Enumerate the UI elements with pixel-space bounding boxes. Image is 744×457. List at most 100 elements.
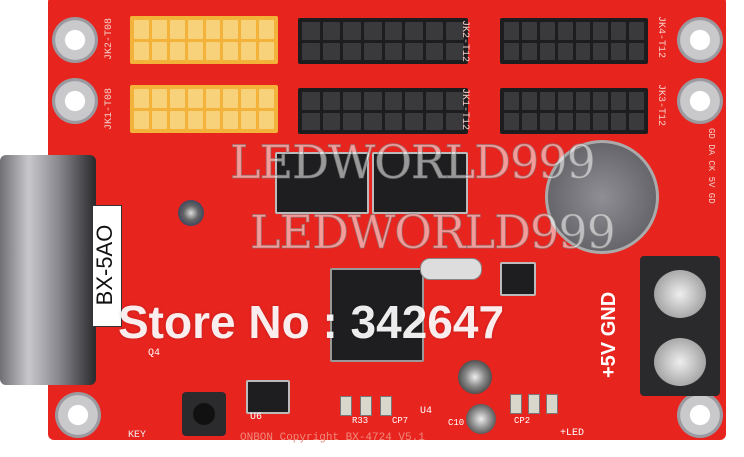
- header-pin: [205, 20, 221, 39]
- key-label: KEY: [128, 430, 147, 441]
- header-pin: [575, 42, 591, 60]
- reset-key-button[interactable]: [182, 392, 226, 436]
- header-pin: [593, 42, 609, 60]
- connector-label: JK4-T12: [655, 16, 666, 59]
- component-label: CP7: [392, 416, 409, 426]
- connector-label: JK3-T12: [655, 84, 666, 127]
- mounting-hole: [677, 78, 723, 124]
- header-pin: [425, 42, 444, 60]
- header-pin: [384, 112, 403, 130]
- component-label: U4: [420, 406, 433, 417]
- header-pin: [169, 89, 185, 108]
- header-pin: [384, 22, 403, 40]
- header-pin: [322, 112, 341, 130]
- header-pin: [241, 89, 257, 108]
- header-pin: [405, 92, 423, 110]
- header-pin: [405, 22, 423, 40]
- component-label: R33: [352, 416, 369, 426]
- header-pin: [575, 112, 591, 130]
- small-ic: [500, 262, 536, 296]
- header-pin: [611, 92, 627, 110]
- header-pin: [241, 41, 257, 60]
- capacitor: [178, 200, 204, 226]
- capacitor: [466, 404, 496, 434]
- header-pin: [593, 112, 609, 130]
- header-pin: [425, 92, 444, 110]
- component-label: U6: [250, 412, 263, 423]
- component-label: C10: [448, 418, 465, 428]
- small-ic: [246, 380, 290, 414]
- header-pin: [363, 92, 382, 110]
- header-pin: [593, 22, 609, 40]
- mounting-hole: [55, 392, 101, 438]
- header-pin: [384, 92, 403, 110]
- header-pin: [134, 41, 149, 60]
- header-pin: [322, 22, 341, 40]
- header-pin: [575, 92, 591, 110]
- header-pin: [557, 42, 573, 60]
- header-pin: [187, 20, 203, 39]
- header-pin: [302, 92, 320, 110]
- header-pin: [343, 92, 361, 110]
- header-pin: [405, 42, 423, 60]
- header-pin: [259, 20, 274, 39]
- header-pin: [521, 42, 537, 60]
- header-pin: [205, 41, 221, 60]
- side-pin-label: GD DA CK 5V GD: [706, 128, 716, 204]
- header-pin: [151, 110, 167, 129]
- header-pin: [302, 22, 320, 40]
- header-pin: [557, 22, 573, 40]
- header-pin: [363, 42, 382, 60]
- header-pin: [151, 20, 167, 39]
- copyright-text: ONBON Copyright BX-4724 V5.1: [240, 432, 425, 444]
- header-pin: [241, 110, 257, 129]
- header-pin: [539, 42, 555, 60]
- mounting-hole: [677, 392, 723, 438]
- header-pin: [593, 92, 609, 110]
- header-pin: [557, 92, 573, 110]
- header-pin: [629, 92, 644, 110]
- header-pin: [259, 89, 274, 108]
- header-pin: [539, 112, 555, 130]
- header-pin: [504, 22, 519, 40]
- smd-component: [528, 394, 540, 414]
- header-pin: [187, 89, 203, 108]
- header-pin: [446, 42, 464, 60]
- header-pin: [151, 41, 167, 60]
- header-pin: [134, 20, 149, 39]
- mounting-hole: [52, 78, 98, 124]
- header-jk2-t12: [298, 18, 468, 64]
- header-pin: [302, 42, 320, 60]
- header-pin: [169, 41, 185, 60]
- watermark: LEDWORLD999: [250, 205, 617, 260]
- driver-chip: [275, 152, 369, 214]
- component-label: Q4: [148, 348, 161, 359]
- connector-label: JK2-T08: [104, 17, 115, 60]
- smd-component: [510, 394, 522, 414]
- header-pin: [629, 112, 644, 130]
- header-pin: [504, 92, 519, 110]
- terminal-screw: [654, 338, 706, 386]
- header-pin: [187, 41, 203, 60]
- header-pin: [425, 112, 444, 130]
- header-pin: [384, 42, 403, 60]
- driver-chip: [372, 152, 468, 214]
- header-pin: [521, 22, 537, 40]
- model-sticker: [92, 205, 122, 327]
- smd-component: [546, 394, 558, 414]
- header-jk1-t08: [130, 85, 278, 133]
- mounting-hole: [677, 17, 723, 63]
- header-pin: [611, 22, 627, 40]
- header-pin: [629, 42, 644, 60]
- coin-cell-battery: [545, 140, 659, 254]
- header-pin: [169, 20, 185, 39]
- header-jk2-t08: [130, 16, 278, 64]
- header-pin: [223, 110, 239, 129]
- header-pin: [425, 22, 444, 40]
- connector-label: JK2-T12: [459, 20, 470, 63]
- capacitor: [458, 360, 492, 394]
- connector-label: JK1-T08: [104, 87, 115, 130]
- header-pin: [259, 110, 274, 129]
- header-pin: [241, 20, 257, 39]
- header-pin: [343, 42, 361, 60]
